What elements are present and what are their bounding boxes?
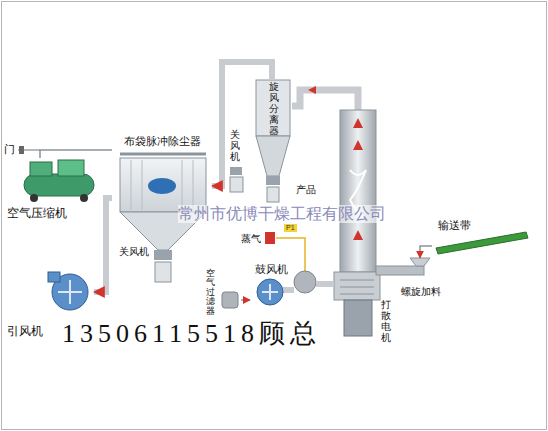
blower-fan xyxy=(257,279,283,305)
product-bin xyxy=(267,187,279,202)
equipment-node: 打散电机 xyxy=(379,298,393,344)
heater xyxy=(294,271,316,293)
equipment-label: 螺旋加料 xyxy=(401,286,441,298)
equipment-label: 空气过滤器 xyxy=(206,269,215,316)
product-bin xyxy=(155,262,171,282)
drying-tower xyxy=(340,110,376,272)
equipment-label: 输送带 xyxy=(438,219,471,232)
equipment-node: 产品 xyxy=(294,183,318,197)
flow-arrow xyxy=(353,140,363,150)
compressor-wheel xyxy=(80,194,88,202)
equipment-node: 蒸气 xyxy=(239,232,263,246)
steam-valve xyxy=(265,232,275,244)
equipment-node: 输送带 xyxy=(432,218,530,256)
rotary-valve xyxy=(154,250,172,260)
compressor-motor xyxy=(30,162,52,176)
duct-connector xyxy=(94,198,112,292)
equipment-node: 关风机 xyxy=(228,126,242,164)
equipment-label: 空气压缩机 xyxy=(7,207,67,221)
equipment-node: 螺旋加料 xyxy=(380,258,442,298)
equipment-label: 打散电机 xyxy=(381,299,391,343)
part-label: P1 xyxy=(284,224,297,232)
cyclone-cone xyxy=(256,136,290,176)
tower-pipe xyxy=(292,90,358,110)
feed-hopper xyxy=(410,258,430,266)
phone-watermark: 13506115518顾总 xyxy=(62,320,321,349)
flow-arrow xyxy=(308,86,316,94)
equipment-label: 旋风分离器 xyxy=(269,81,279,136)
conveyor-belt xyxy=(436,232,528,254)
pulse-header xyxy=(120,153,206,156)
filter-body xyxy=(120,158,206,212)
equipment-label: 鼓风机 xyxy=(255,263,288,276)
equipment-label: 关风机 xyxy=(230,129,240,162)
equipment-label: 蒸气 xyxy=(241,233,261,245)
duct-connector xyxy=(212,62,272,186)
compressor-tank xyxy=(24,174,94,196)
product-bin xyxy=(230,177,243,192)
screw-tube xyxy=(376,266,424,275)
valve-symbol xyxy=(19,146,24,154)
cyclone-body xyxy=(256,80,290,136)
equipment-label: 关风机 xyxy=(119,246,149,258)
base-grill xyxy=(340,280,374,294)
part-label: 门 xyxy=(4,143,15,155)
line-connector xyxy=(420,246,432,258)
breaking-motor xyxy=(344,300,372,336)
line-connector xyxy=(40,150,112,158)
equipment-label: 产品 xyxy=(296,184,316,196)
equipment-node: 关风机 xyxy=(117,245,151,259)
rotary-valve xyxy=(230,167,242,175)
equipment-node: 布袋脉冲除尘器 xyxy=(112,134,212,212)
air-filter xyxy=(222,292,238,308)
fan-blades xyxy=(262,284,278,300)
air-duct xyxy=(283,284,334,290)
equipment-node: 鼓风机 xyxy=(250,262,292,310)
flow-arrow xyxy=(353,118,363,128)
company-watermark: 常州市优博干燥工程有限公司 xyxy=(178,205,386,223)
fan-blades xyxy=(58,280,82,304)
equipment-node: 空气压缩机 xyxy=(6,158,100,222)
tower-base xyxy=(334,272,380,300)
line-connector xyxy=(241,299,250,301)
filter-bags xyxy=(131,160,193,210)
compressor-wheel xyxy=(30,194,38,202)
rotary-valve xyxy=(266,176,280,185)
fan-outlet xyxy=(48,272,60,282)
logo-mark xyxy=(148,178,176,194)
equipment-label: 引风机 xyxy=(7,325,43,339)
equipment-node: 旋风分离器 xyxy=(257,80,291,137)
compressor-head xyxy=(58,160,84,176)
equipment-label: 布袋脉冲除尘器 xyxy=(124,135,201,148)
equipment-node: 空气过滤器 xyxy=(205,268,241,318)
flow-arrow xyxy=(353,230,363,240)
